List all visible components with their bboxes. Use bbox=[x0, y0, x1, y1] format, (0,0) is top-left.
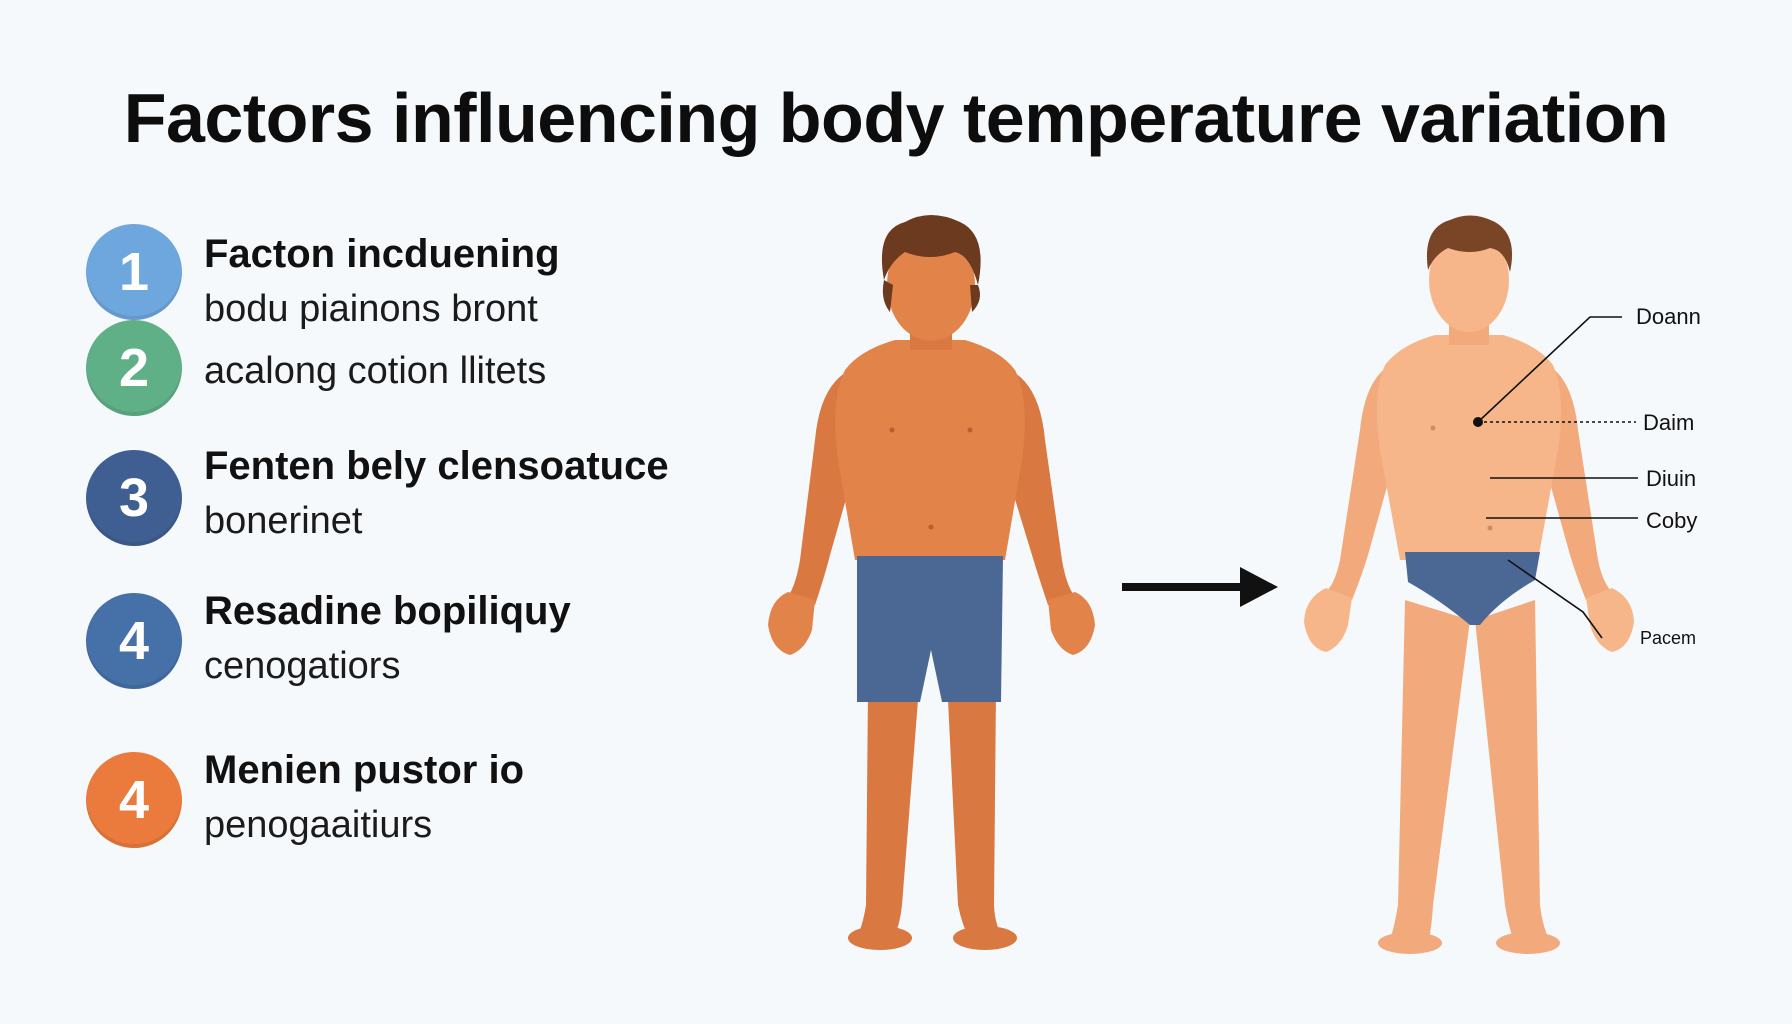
callout-label-1: Doann bbox=[1636, 304, 1701, 329]
callout-label-2: Daim bbox=[1643, 410, 1695, 435]
callout-label-3: Diuin bbox=[1646, 466, 1697, 491]
factor-number-badge: 3 bbox=[86, 450, 182, 546]
factor-description: bodu piainons bront bbox=[204, 288, 538, 330]
right-arrow-icon bbox=[1122, 567, 1278, 607]
factor-number-badge: 4 bbox=[86, 593, 182, 689]
factor-item-1: 1 Facton incduening bodu piainons bront bbox=[86, 224, 560, 338]
factor-description: bonerinet bbox=[204, 500, 363, 542]
factor-description: acalong cotion llitets bbox=[204, 350, 547, 392]
factor-item-5: 4 Menien pustor io penogaaitiurs bbox=[86, 748, 524, 854]
page-title: Factors influencing body temperature var… bbox=[123, 79, 1669, 157]
factor-item-4: 4 Resadine bopiliquy cenogatiors bbox=[86, 589, 571, 695]
factor-item-2: 2 acalong cotion llitets bbox=[86, 320, 546, 416]
callout-label-5: Pacem bbox=[1640, 628, 1697, 648]
factor-heading: Fenten bely clensoatuce bbox=[204, 444, 669, 488]
left-body-figure bbox=[768, 215, 1095, 950]
factor-heading: Menien pustor io bbox=[204, 748, 524, 792]
factor-number-badge: 4 bbox=[86, 752, 182, 848]
factor-description: penogaaitiurs bbox=[204, 804, 433, 846]
factor-number-badge: 2 bbox=[86, 320, 182, 416]
factor-heading: Resadine bopiliquy bbox=[204, 589, 571, 633]
factor-description: cenogatiors bbox=[204, 645, 401, 687]
factor-number-badge: 1 bbox=[86, 224, 182, 320]
callout-label-4: Coby bbox=[1646, 508, 1698, 533]
factor-heading: Facton incduening bbox=[204, 232, 560, 276]
right-body-figure bbox=[1304, 215, 1634, 954]
factor-item-3: 3 Fenten bely clensoatuce bonerinet bbox=[86, 444, 669, 550]
callout-lines bbox=[1473, 316, 1638, 639]
